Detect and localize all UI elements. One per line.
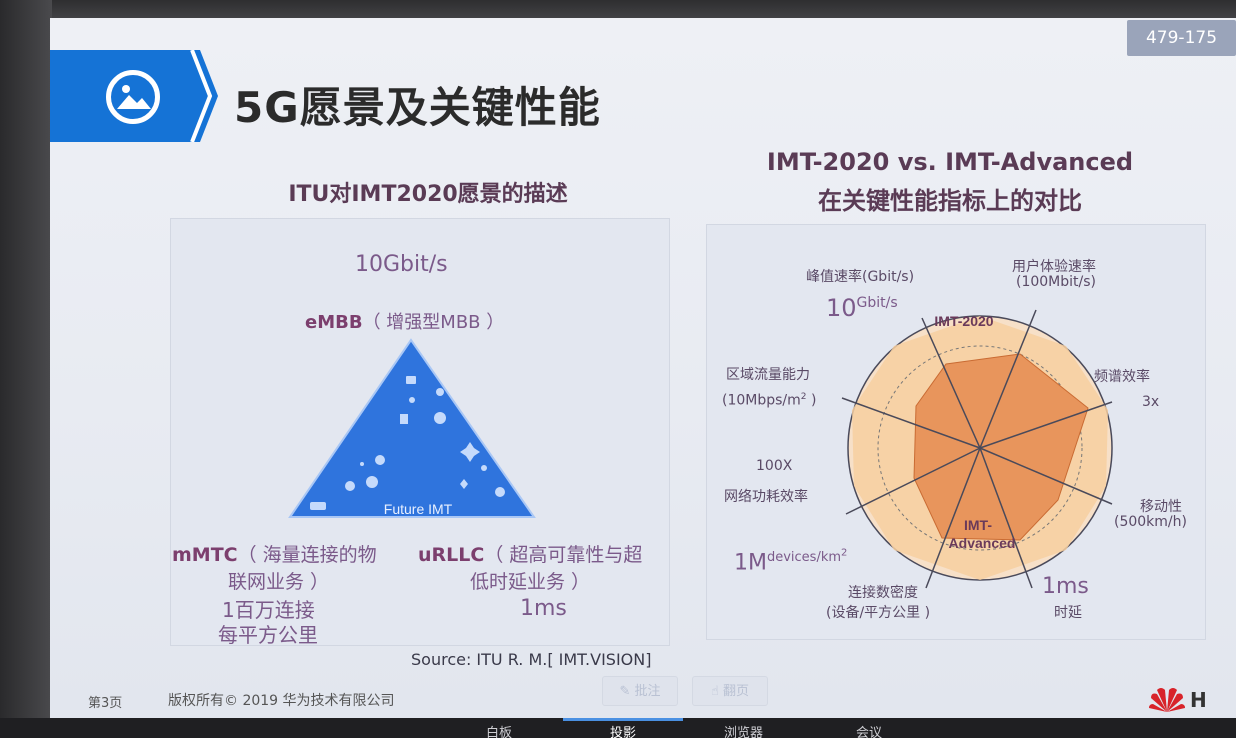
mobility-value: (500km/h) [1114, 514, 1187, 530]
chevron-outline [190, 50, 213, 142]
image-icon [106, 70, 160, 124]
monitor-bezel-top [0, 0, 1236, 20]
peak-rate-value: 10 [826, 294, 857, 322]
imt-advanced-label-2: Advanced [949, 535, 1016, 551]
radar-chart: IMT-2020 IMT- Advanced [841, 309, 1113, 589]
future-imt-label: Future IMT [384, 501, 453, 517]
area-traffic-exp: 2 [800, 392, 807, 402]
spectrum-label: 频谱效率 [1094, 369, 1150, 385]
source-citation: Source: ITU R. M.[ IMT.VISION] [411, 650, 652, 669]
density-exp: 2 [841, 548, 848, 559]
mobility-label: 移动性 [1140, 499, 1182, 515]
embb-desc: （ 增强型MBB ） [362, 312, 505, 333]
mmtc-abbr: mMTC [172, 544, 238, 566]
imt-triangle: Future IMT [288, 338, 536, 518]
mmtc-desc-1: （ 海量连接的物 [237, 544, 377, 566]
page-number: 第3页 [88, 696, 123, 711]
taskbar-item-browser[interactable]: 浏览器 [724, 726, 764, 738]
urllc-value: 1ms [520, 596, 567, 621]
taskbar-item-meeting[interactable]: 会议 [856, 726, 883, 738]
page-badge: 479-175 [1127, 20, 1236, 56]
density-unit: devices/km [766, 550, 842, 566]
user-rate-label-1: 用户体验速率 [1012, 259, 1096, 275]
mmtc-value-2: 每平方公里 [218, 623, 318, 647]
latency-value: 1ms [1042, 574, 1089, 599]
peak-rate-unit: Gbit/s [856, 295, 898, 311]
peak-rate-label: 峰值速率(Gbit/s) [806, 269, 915, 285]
urllc-desc-1: （ 超高可靠性与超 [484, 544, 643, 566]
latency-label: 时延 [1054, 605, 1082, 621]
page-turn-button[interactable]: ☝ 翻页 [692, 676, 768, 706]
taskbar-item-projection[interactable]: 投影 [610, 726, 637, 738]
density-label-1: 连接数密度 [848, 585, 918, 601]
huawei-logo [1149, 688, 1185, 712]
right-subtitle-line2: 在关键性能指标上的对比 [818, 187, 1082, 215]
density-value: 1M [734, 550, 767, 576]
mmtc-value-1: 1百万连接 [222, 598, 315, 622]
energy-label: 网络功耗效率 [724, 489, 808, 505]
spectrum-value: 3x [1142, 394, 1160, 410]
embb-value: 10Gbit/s [355, 252, 448, 277]
area-traffic-label: 区域流量能力 [726, 367, 810, 383]
urllc-abbr: uRLLC [418, 544, 485, 566]
annotate-button[interactable]: ✎ 批注 [602, 676, 678, 706]
user-rate-label-2: (100Mbit/s) [1016, 274, 1097, 290]
copyright: 版权所有© 2019 华为技术有限公司 [168, 693, 395, 709]
taskbar-item-whiteboard[interactable]: 白板 [486, 726, 513, 738]
huawei-wordmark-fragment: H [1190, 688, 1207, 712]
embb-abbr: eMBB [305, 312, 363, 333]
left-subtitle: ITU对IMT2020愿景的描述 [288, 182, 568, 207]
area-traffic-value: (10Mbps/m [722, 392, 801, 409]
imt-advanced-label-1: IMT- [964, 517, 992, 533]
imt-advanced-area [913, 353, 1089, 541]
imt2020-label: IMT-2020 [934, 313, 993, 329]
right-subtitle-line1: IMT-2020 vs. IMT-Advanced [766, 148, 1134, 176]
mmtc-desc-2: 联网业务 ） [228, 571, 330, 593]
area-traffic-close: ) [806, 392, 817, 409]
active-tab-indicator [563, 718, 683, 721]
energy-value: 100X [756, 458, 793, 474]
density-label-2: (设备/平方公里 ) [826, 605, 931, 621]
monitor-bezel-left [0, 0, 52, 738]
presentation-slide: 479-175 5G愿景及关键性能 ITU对IMT2020愿景的描述 IMT-2… [50, 18, 1236, 718]
slide-title: 5G愿景及关键性能 [234, 83, 601, 132]
urllc-desc-2: 低时延业务 ） [470, 571, 591, 593]
monitor-bezel-bottom [0, 718, 1236, 738]
